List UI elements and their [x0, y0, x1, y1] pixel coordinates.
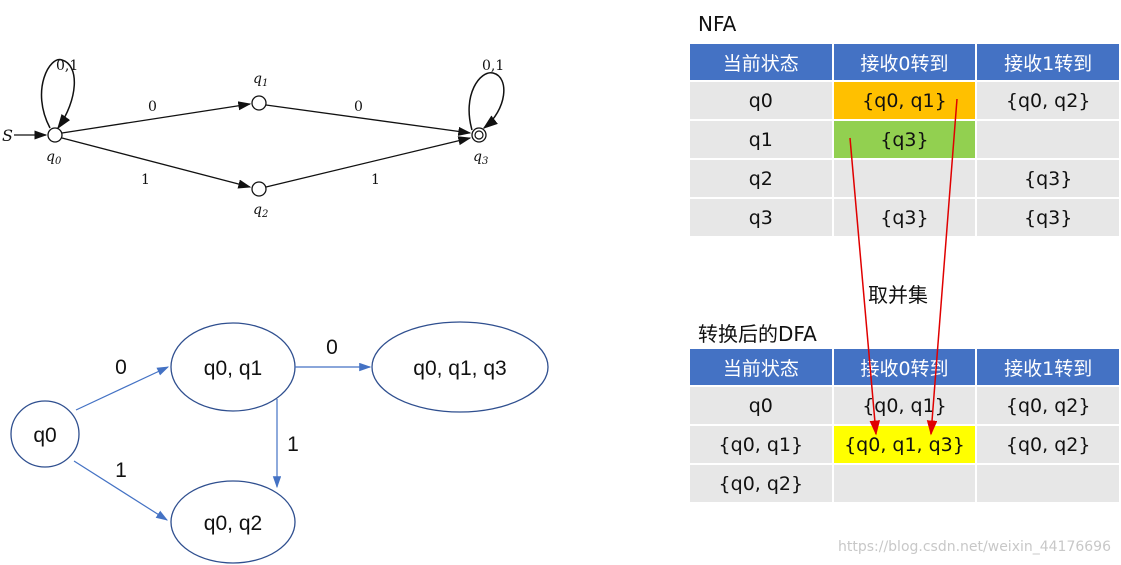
nfa-cell-highlight-green: {q3}	[833, 121, 976, 158]
nfa-cell: q0	[690, 82, 832, 119]
table-row: q0 {q0, q1} {q0, q2}	[690, 82, 1119, 119]
nfa-header-state: 当前状态	[690, 44, 832, 80]
table-row: q3 {q3} {q3}	[690, 199, 1119, 236]
nfa-table-header-row: 当前状态 接收0转到 接收1转到	[690, 44, 1119, 80]
nfa-table: 当前状态 接收0转到 接收1转到 q0 {q0, q1} {q0, q2} q1…	[688, 42, 1121, 238]
dfa-cell	[977, 465, 1119, 502]
nfa-title: NFA	[698, 12, 737, 36]
dfa-edge-q0q1-q0q2-label: 1	[287, 433, 299, 456]
dfa-cell: {q0, q1}	[833, 387, 976, 424]
union-label: 取并集	[868, 283, 928, 307]
nfa-q0-self-loop	[40, 58, 75, 130]
dfa-edge-q0-q0q1-label: 0	[115, 356, 127, 379]
nfa-cell: {q0, q2}	[977, 82, 1119, 119]
table-row: {q0, q1} {q0, q1, q3} {q0, q2}	[690, 426, 1119, 463]
nfa-edge-q0-q1-label: 0	[148, 99, 157, 115]
nfa-cell: q3	[690, 199, 832, 236]
dfa-edge-q0-q0q2	[73, 460, 169, 521]
dfa-edge-q0-q0q2-label: 1	[115, 459, 127, 482]
dfa-edge-q0q1-q0q1q3-label: 0	[326, 336, 338, 359]
nfa-edge-q1-q3-label: 0	[354, 99, 363, 115]
nfa-cell: {q3}	[977, 199, 1119, 236]
nfa-q3-self-loop	[468, 72, 505, 131]
watermark: https://blog.csdn.net/weixin_44176696	[837, 539, 1111, 555]
dfa-cell: {q0, q1}	[690, 426, 832, 463]
dfa-title: 转换后的DFA	[698, 322, 817, 346]
dfa-node-q0q2-label: q0, q2	[204, 512, 262, 535]
table-row: q2 {q3}	[690, 160, 1119, 197]
dfa-node-q0q1q3-label: q0, q1, q3	[413, 357, 506, 380]
nfa-edge-q2-q3	[265, 136, 472, 188]
nfa-edge-q1-q3	[265, 104, 472, 136]
nfa-cell-highlight-orange: {q0, q1}	[833, 82, 976, 119]
dfa-node-q0-label: q0	[33, 424, 56, 447]
nfa-edge-q0-q2	[61, 137, 252, 189]
nfa-state-q1	[251, 95, 267, 111]
nfa-header-on1: 接收1转到	[977, 44, 1119, 80]
nfa-edge-q0-q2-label: 1	[141, 172, 150, 188]
dfa-table: 当前状态 接收0转到 接收1转到 q0 {q0, q1} {q0, q2} {q…	[688, 347, 1121, 504]
nfa-cell: q2	[690, 160, 832, 197]
nfa-q2-label: q2	[253, 202, 268, 220]
dfa-cell-highlight-yellow: {q0, q1, q3}	[833, 426, 976, 463]
dfa-table-header-row: 当前状态 接收0转到 接收1转到	[690, 349, 1119, 385]
nfa-state-q0	[47, 127, 63, 143]
nfa-cell: {q3}	[977, 160, 1119, 197]
nfa-header-on0: 接收0转到	[833, 44, 976, 80]
nfa-state-q3-accept-ring	[474, 130, 484, 140]
nfa-cell: {q3}	[833, 199, 976, 236]
nfa-start-label: S	[2, 126, 13, 145]
table-row: q1 {q3}	[690, 121, 1119, 158]
table-row: q0 {q0, q1} {q0, q2}	[690, 387, 1119, 424]
dfa-header-state: 当前状态	[690, 349, 832, 385]
dfa-node-q0q1-label: q0, q1	[204, 357, 262, 380]
dfa-edge-q0-q0q1	[75, 366, 170, 411]
nfa-q3-label: q3	[473, 149, 488, 167]
dfa-header-on0: 接收0转到	[833, 349, 976, 385]
dfa-cell: {q0, q2}	[690, 465, 832, 502]
dfa-node-q0q2	[170, 480, 296, 564]
dfa-cell: {q0, q2}	[977, 426, 1119, 463]
nfa-q3-loop-label: 0,1	[482, 58, 504, 74]
nfa-cell	[977, 121, 1119, 158]
dfa-cell: q0	[690, 387, 832, 424]
nfa-state-q2	[251, 181, 267, 197]
nfa-q1-label: q1	[253, 71, 268, 89]
nfa-state-q3	[471, 127, 487, 143]
dfa-node-q0	[10, 400, 80, 468]
dfa-cell: {q0, q2}	[977, 387, 1119, 424]
dfa-node-q0q1q3	[371, 321, 549, 413]
nfa-q0-label: q0	[46, 149, 62, 167]
nfa-edge-q0-q1	[61, 101, 252, 134]
nfa-q0-loop-label: 0,1	[56, 58, 78, 74]
dfa-header-on1: 接收1转到	[977, 349, 1119, 385]
nfa-cell: q1	[690, 121, 832, 158]
nfa-cell	[833, 160, 976, 197]
dfa-cell	[833, 465, 976, 502]
table-row: {q0, q2}	[690, 465, 1119, 502]
nfa-edge-q2-q3-label: 1	[371, 172, 380, 188]
